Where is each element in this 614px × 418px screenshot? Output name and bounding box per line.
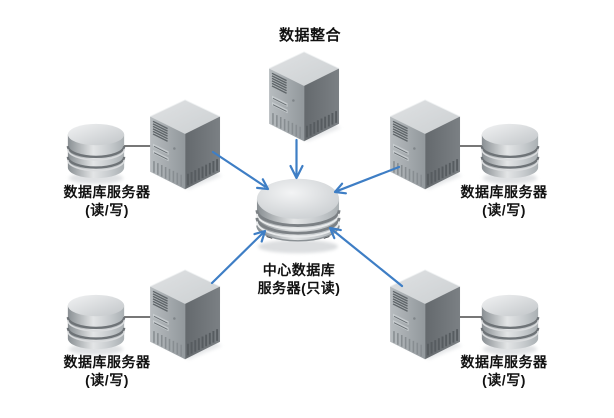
label-line2: (读/写) <box>85 202 129 218</box>
label-line1: 数据整合 <box>278 27 341 44</box>
central-database-label: 中心数据库 服务器(只读) <box>234 261 364 297</box>
db-server-label-bottom-right: 数据库服务器 (读/写) <box>439 353 569 389</box>
label-line1: 数据库服务器 <box>460 354 548 370</box>
label-line2: (读/写) <box>482 202 526 218</box>
integration-label: 数据整合 <box>245 27 375 45</box>
integration-server-icon <box>267 50 345 151</box>
database-icon-bottom-left <box>63 288 129 358</box>
db-server-label-top-right: 数据库服务器 (读/写) <box>439 183 569 219</box>
label-line1: 中心数据库 <box>262 262 336 278</box>
label-line1: 数据库服务器 <box>460 184 548 200</box>
label-line2: 服务器(只读) <box>257 280 341 296</box>
label-line2: (读/写) <box>482 372 526 388</box>
database-icon-top-right <box>477 117 543 187</box>
database-icon-top-left <box>63 117 129 187</box>
db-server-label-top-left: 数据库服务器 (读/写) <box>42 183 172 219</box>
label-line1: 数据库服务器 <box>63 354 151 370</box>
database-icon-bottom-right <box>477 288 543 358</box>
label-line1: 数据库服务器 <box>63 184 151 200</box>
central-database-stack-icon <box>252 174 344 258</box>
label-line2: (读/写) <box>85 372 129 388</box>
db-server-label-bottom-left: 数据库服务器 (读/写) <box>42 353 172 389</box>
